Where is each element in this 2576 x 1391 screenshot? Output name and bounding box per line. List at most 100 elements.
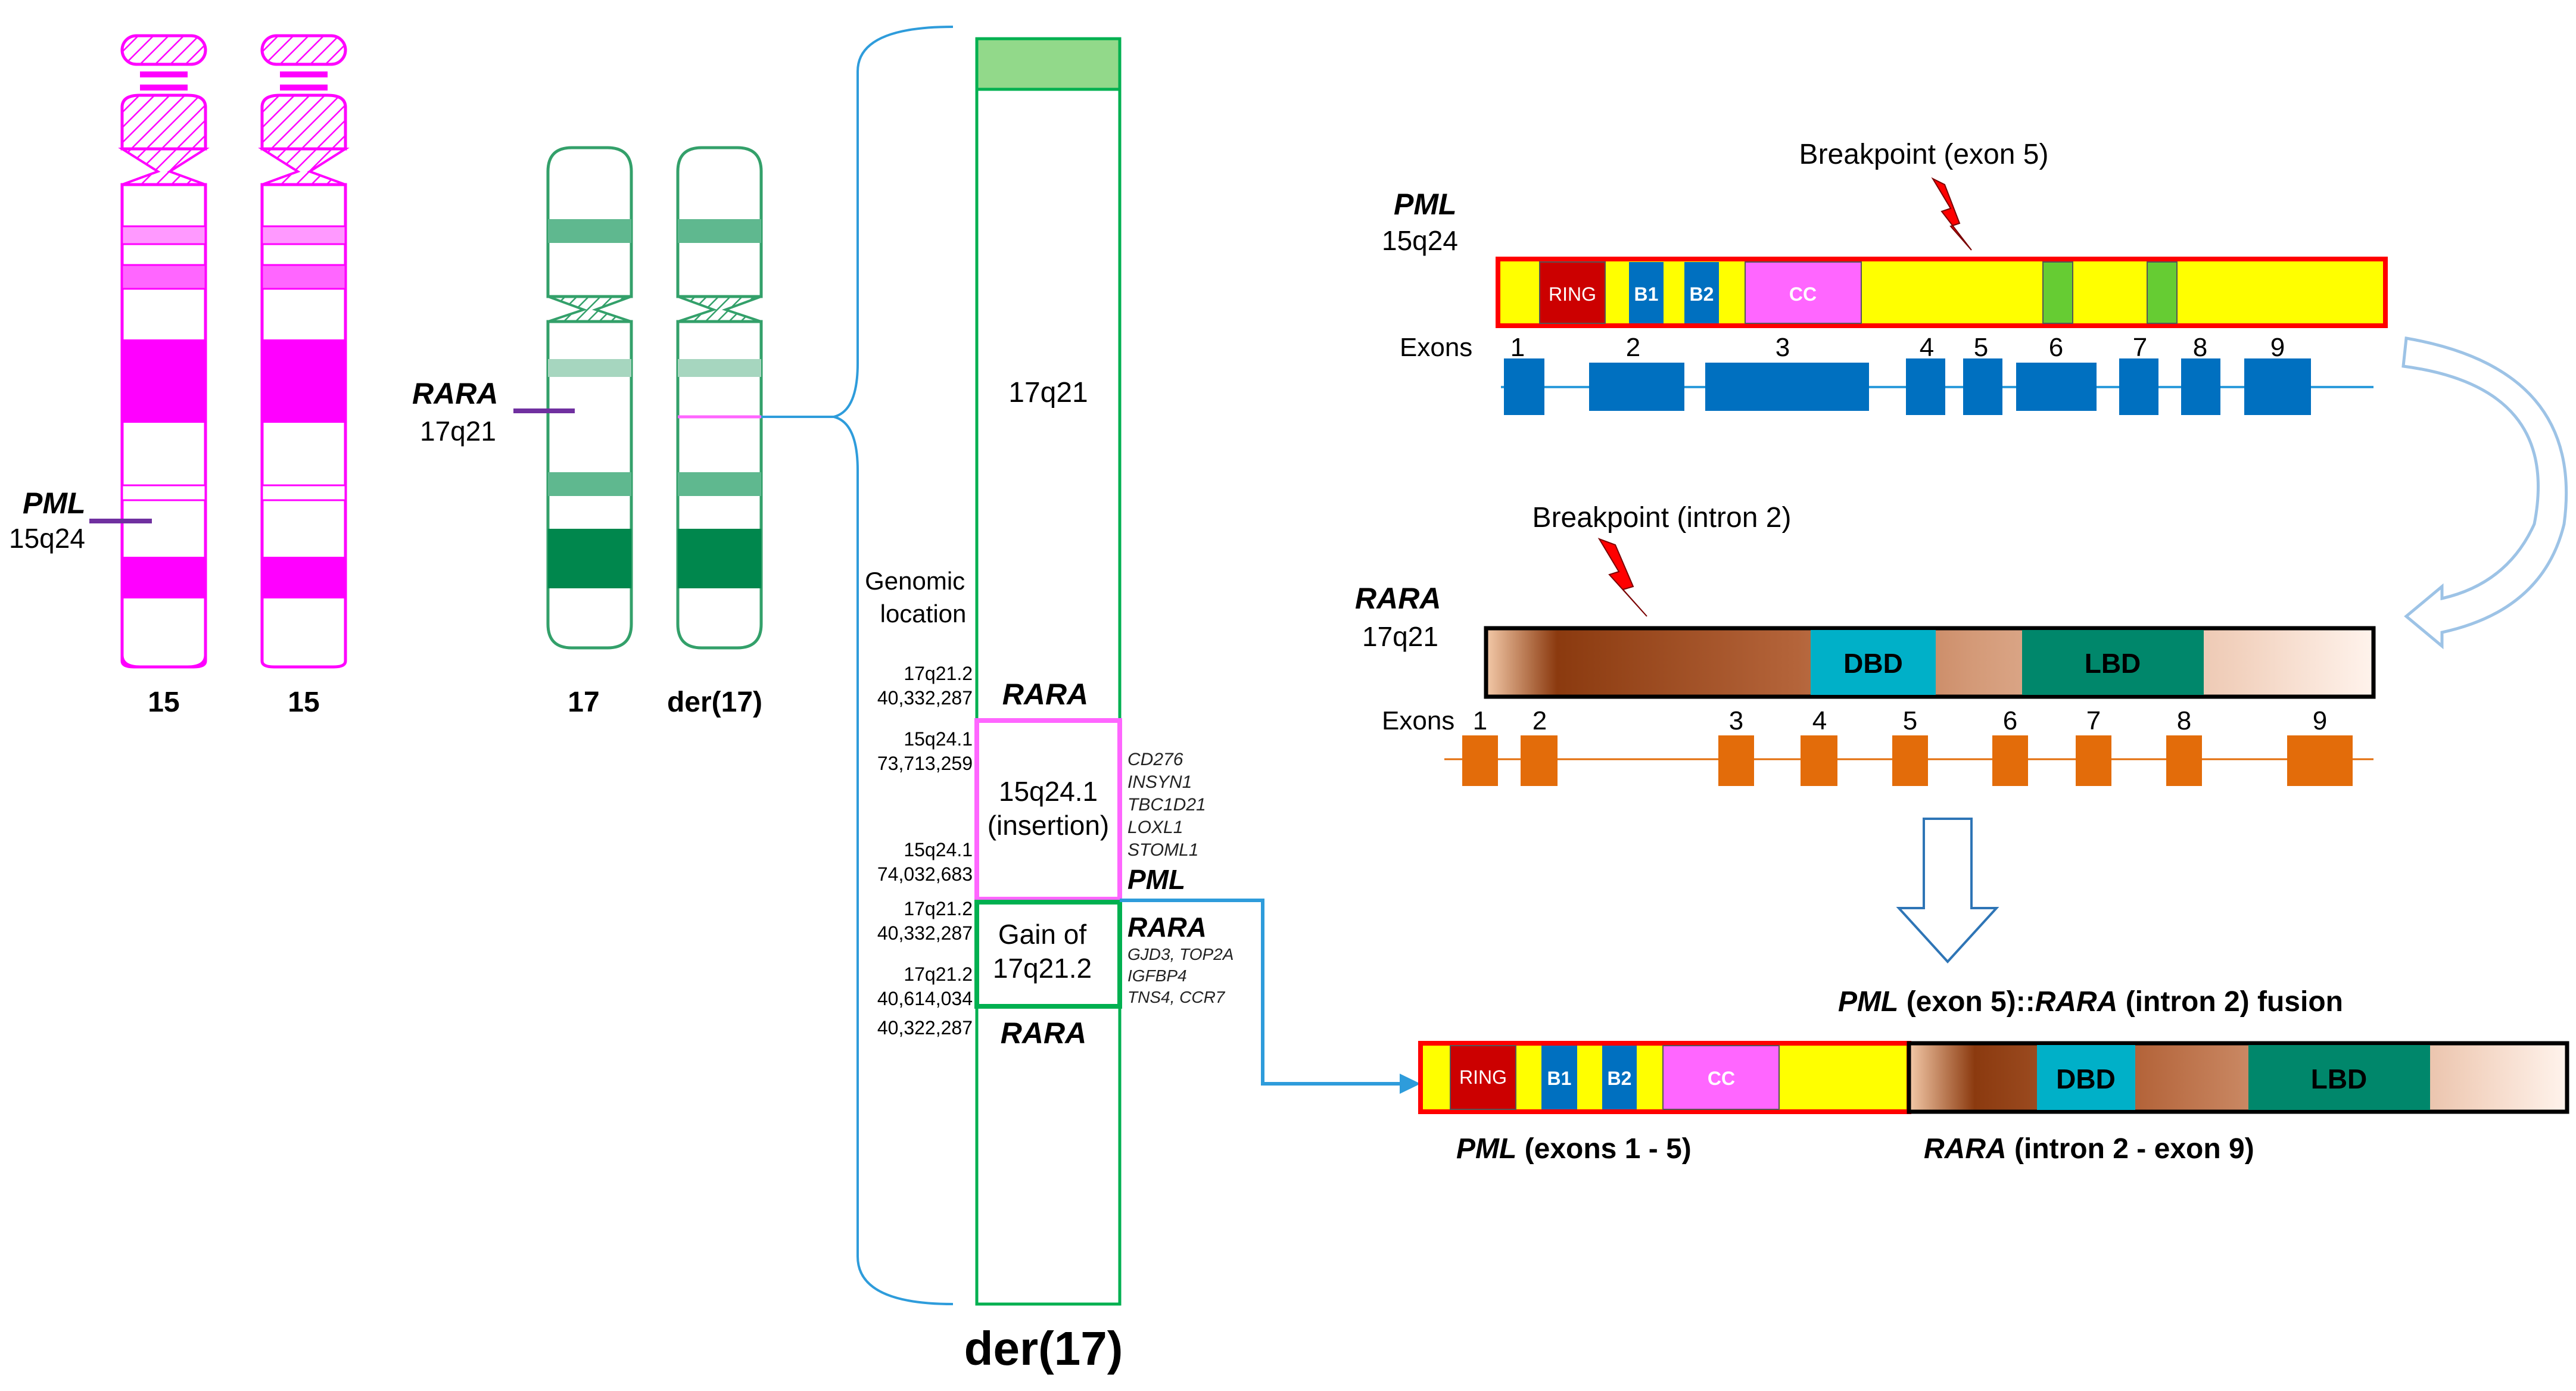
chr17-derivative	[676, 146, 763, 650]
pml-exon-number: 5	[1974, 333, 1988, 362]
pml-exon-numbers: 1 2 3 4 5 6 7 8 9	[1510, 333, 2285, 362]
rara-breakpoint-label: Breakpoint (intron 2)	[1532, 502, 1792, 534]
pml-exon-number: 9	[2270, 333, 2285, 362]
rara-exon-track	[1444, 735, 2373, 786]
der17-column	[974, 37, 1122, 1306]
gain-label-1: Gain of	[998, 919, 1087, 950]
chr17-label-derivative: der(17)	[667, 687, 762, 718]
loc-6-pos: 40,322,287	[877, 1017, 973, 1038]
genomic-location-title: Genomic location	[865, 567, 972, 628]
gain-gene: TNS4, CCR7	[1127, 988, 1226, 1006]
fusion-right-caption: RARA (intron 2 - exon 9)	[1924, 1133, 2254, 1165]
loc-4-band: 17q21.2	[904, 898, 973, 919]
loc-1-pos: 40,332,287	[877, 687, 973, 709]
chr15-band-label: 15q24	[9, 523, 85, 554]
rara-domain-dbd: DBD	[1843, 648, 1903, 679]
chr15-left	[118, 34, 210, 669]
insertion-gene-list: CD276 INSYN1 TBC1D21 LOXL1 STOML1	[1127, 750, 1206, 860]
fusion-domain-b2: B2	[1608, 1068, 1632, 1089]
gain-gene: IGFBP4	[1127, 966, 1187, 985]
gain-box	[974, 900, 1122, 1009]
chr17-label-normal: 17	[568, 687, 599, 718]
insertion-box	[974, 718, 1122, 902]
loc-1-band: 17q21.2	[904, 663, 973, 684]
rara-exon-number: 9	[2313, 706, 2327, 735]
loc-5-pos: 40,614,034	[877, 988, 973, 1009]
rara-exon-number: 4	[1812, 706, 1827, 735]
gain-gene-list: GJD3, TOP2A IGFBP4 TNS4, CCR7	[1127, 945, 1234, 1006]
pml-to-fusion-arrow	[1120, 899, 1403, 1086]
loc-3-pos: 74,032,683	[877, 863, 973, 885]
der17-brace	[833, 26, 954, 1305]
der17-title: der(17)	[964, 1322, 1123, 1375]
genomic-locations: 17q21.2 40,332,287 15q24.1 73,713,259 15…	[877, 663, 973, 1038]
rara-exons-label: Exons	[1382, 706, 1454, 735]
fusion-left-caption: PML (exons 1 - 5)	[1456, 1133, 1692, 1165]
chr15-right	[258, 34, 350, 669]
insertion-gene: TBC1D21	[1127, 795, 1206, 815]
loc-3-band: 15q24.1	[904, 839, 973, 860]
pml-exon-number: 1	[1510, 333, 1525, 362]
pml-exon-number: 2	[1626, 333, 1640, 362]
loc-5-band: 17q21.2	[904, 963, 973, 985]
chr17-band-label: 17q21	[420, 416, 496, 447]
der17-rara-bottom: RARA	[1001, 1016, 1086, 1050]
pml-exon-number: 4	[1920, 333, 1934, 362]
pml-protein	[1496, 257, 2388, 328]
rara-gene-band: 17q21	[1362, 621, 1438, 652]
rara-exon-number: 6	[2003, 706, 2017, 735]
pml-exon-number: 8	[2193, 333, 2207, 362]
insertion-gene: STOML1	[1127, 840, 1199, 860]
insertion-label-2: (insertion)	[988, 810, 1110, 841]
gain-gene: GJD3, TOP2A	[1127, 945, 1234, 963]
rara-exon-number: 5	[1903, 706, 1917, 735]
fusion-domain-cc: CC	[1708, 1068, 1735, 1089]
gain-label-2: 17q21.2	[993, 953, 1092, 984]
down-arrow	[1896, 818, 1999, 963]
pml-domain-b1: B1	[1634, 283, 1659, 305]
der17-rara-right: RARA	[1127, 912, 1207, 943]
rara-exon-number: 2	[1532, 706, 1547, 735]
pml-exon-number: 3	[1776, 333, 1790, 362]
fusion-domain-dbd: DBD	[2056, 1063, 2116, 1094]
pml-exon-number: 7	[2133, 333, 2147, 362]
pml-exon-track	[1501, 358, 2373, 415]
insertion-label-1: 15q24.1	[999, 776, 1098, 807]
rara-exon-number: 7	[2086, 706, 2101, 735]
pml-gene-band: 15q24	[1382, 225, 1458, 256]
rara-domain-lbd: LBD	[2085, 648, 2141, 679]
insertion-gene: INSYN1	[1127, 772, 1192, 792]
fusion-domain-lbd: LBD	[2311, 1063, 2368, 1094]
loc-2-band: 15q24.1	[904, 728, 973, 750]
rara-exon-number: 3	[1729, 706, 1743, 735]
loc-2-pos: 73,713,259	[877, 753, 973, 774]
pml-domain-cc: CC	[1789, 283, 1817, 305]
fusion-title: PML (exon 5)::RARA (intron 2) fusion	[1838, 986, 2343, 1018]
pml-gene-name: PML	[1394, 188, 1457, 221]
pml-breakpoint-label: Breakpoint (exon 5)	[1799, 139, 2049, 170]
curved-arrow	[2401, 336, 2568, 650]
fusion-domain-b1: B1	[1547, 1068, 1572, 1089]
rara-exon-number: 1	[1473, 706, 1487, 735]
insertion-gene: LOXL1	[1127, 818, 1183, 837]
rara-breakpoint-bolt	[1597, 538, 1647, 617]
rara-exon-number: 8	[2177, 706, 2191, 735]
chr15-gene-label: PML	[23, 486, 86, 520]
pml-exon-number: 6	[2049, 333, 2063, 362]
chr17-gene-label: RARA	[412, 377, 498, 410]
pml-to-fusion-arrowhead	[1400, 1074, 1421, 1094]
pml-domain-ring: RING	[1549, 283, 1596, 305]
der17-rara-top: RARA	[1002, 678, 1088, 711]
rara-exon-numbers: 1 2 3 4 5 6 7 8 9	[1473, 706, 2327, 735]
chr17-normal	[546, 146, 633, 650]
pml-exons-label: Exons	[1400, 333, 1472, 362]
rara-gene-name: RARA	[1355, 582, 1441, 615]
chr15-label-1: 15	[148, 687, 179, 718]
fusion-protein	[1418, 1041, 2569, 1114]
der17-region-label: 17q21	[1008, 377, 1088, 408]
fusion-domain-ring: RING	[1459, 1066, 1507, 1088]
rara-protein	[1484, 626, 2376, 699]
der17-pml-label: PML	[1127, 864, 1185, 895]
